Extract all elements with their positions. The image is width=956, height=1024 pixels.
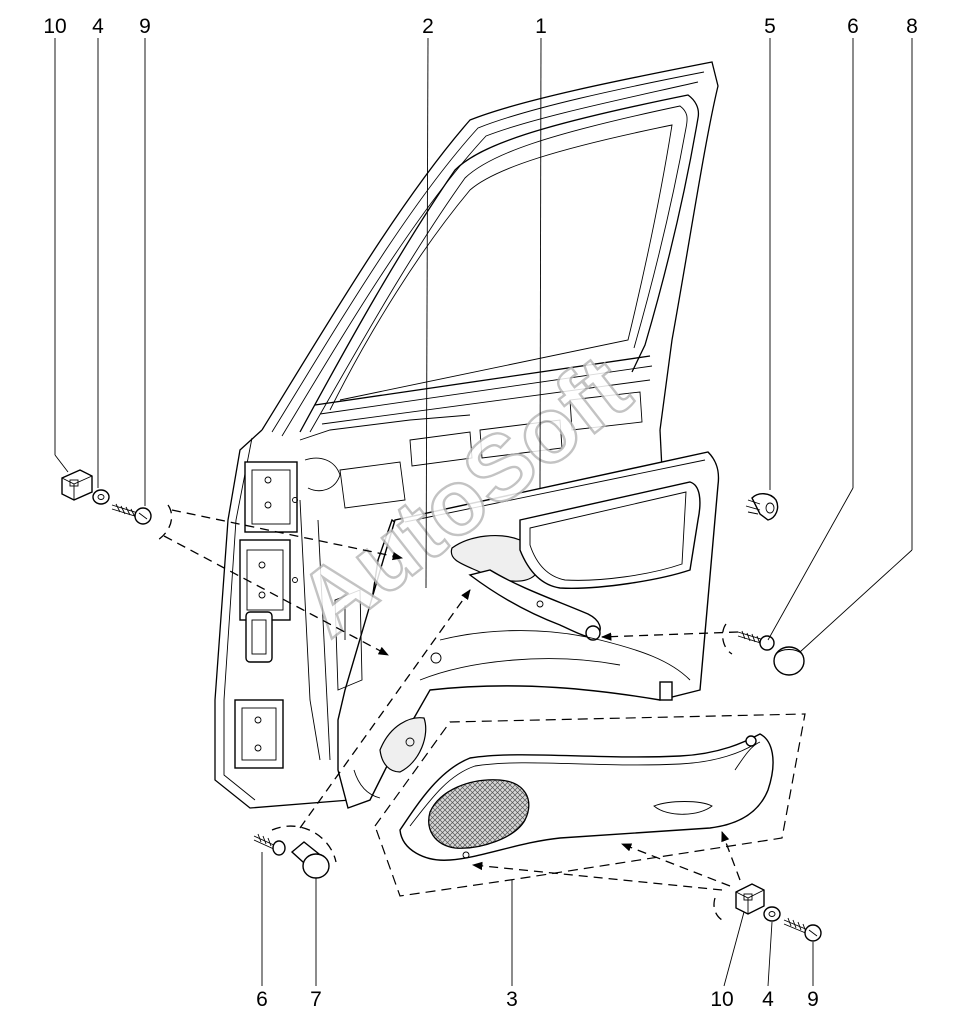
assembly-arrows <box>157 504 741 921</box>
screw-bottom-right <box>783 917 822 942</box>
door-frame <box>214 61 719 809</box>
lower-trim-panel <box>374 713 806 897</box>
callout-bottom-1: 7 <box>310 988 322 1011</box>
callout-top-7: 8 <box>906 15 918 38</box>
lower-panel-dashed-outline <box>374 713 806 897</box>
callouts-top: 10 4 9 2 1 5 6 8 <box>43 15 918 38</box>
callout-top-4: 1 <box>535 15 547 38</box>
callout-bottom-2: 3 <box>506 988 518 1011</box>
screw-right-6 <box>737 630 775 651</box>
plug-bottom-7 <box>290 841 330 879</box>
callouts-bottom: 6 7 3 10 4 9 <box>256 988 819 1011</box>
callout-bottom-0: 6 <box>256 988 268 1011</box>
screw-top-left <box>111 503 152 525</box>
callout-top-1: 4 <box>92 15 104 38</box>
screw-bottom-6 <box>253 833 286 856</box>
callout-bottom-5: 9 <box>807 988 819 1011</box>
clip-nut-top-left <box>61 469 93 501</box>
callout-bottom-4: 4 <box>762 988 774 1011</box>
callout-top-5: 5 <box>764 15 776 38</box>
speaker-grille <box>428 779 530 849</box>
callout-top-3: 2 <box>422 15 434 38</box>
washer-top-left <box>92 489 110 505</box>
leader-lines <box>54 37 913 987</box>
callout-top-6: 6 <box>847 15 859 38</box>
upper-trim-panel <box>334 451 720 809</box>
washer-bottom-right <box>763 906 781 922</box>
callout-top-2: 9 <box>139 15 151 38</box>
clip-nut-bottom-right <box>735 883 765 915</box>
callout-bottom-3: 10 <box>710 988 733 1011</box>
cap-right-8 <box>773 646 805 676</box>
push-clip-5 <box>745 493 779 521</box>
callout-top-0: 10 <box>43 15 66 38</box>
